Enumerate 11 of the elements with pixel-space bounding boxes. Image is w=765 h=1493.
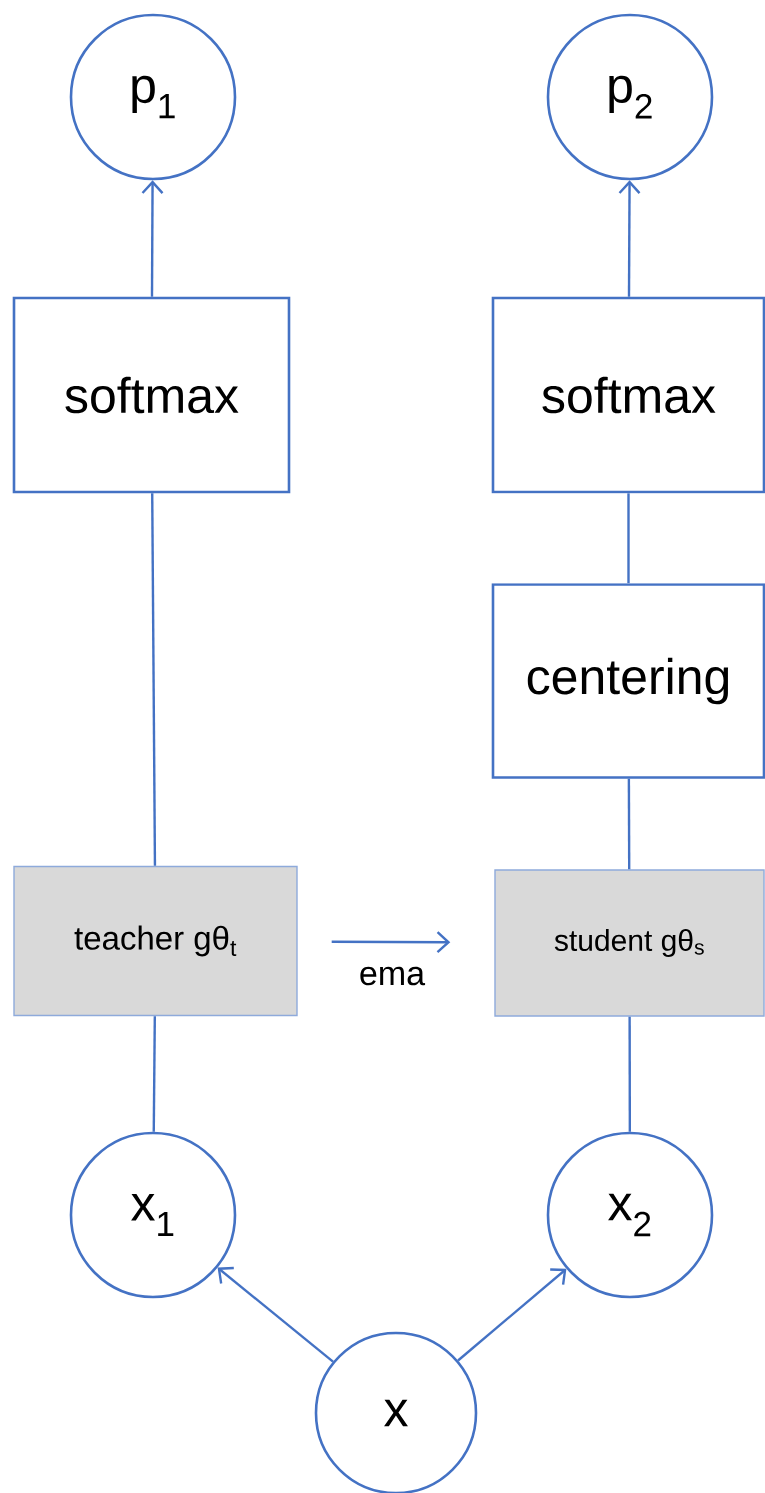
network-box: student gθ$_{s}$	[494, 869, 765, 1017]
arrow	[457, 1268, 567, 1362]
network-box: teacher gθ$_{t}$	[13, 865, 298, 1017]
arrow	[217, 1266, 334, 1363]
arrow	[618, 180, 641, 297]
process-box: softmax	[12, 296, 291, 494]
process-box: centering	[491, 583, 765, 779]
arrow	[331, 931, 451, 954]
process-box: softmax	[491, 296, 765, 494]
edge-label: ema	[360, 966, 426, 986]
arrow	[141, 180, 164, 297]
